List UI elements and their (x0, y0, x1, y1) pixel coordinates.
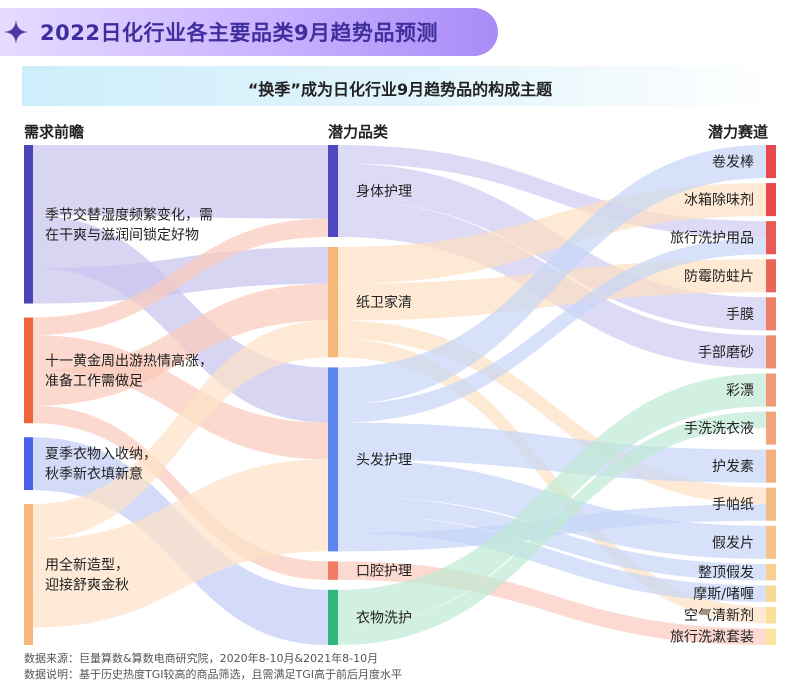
track-node-bar (766, 297, 776, 331)
track-node-label: 防霉防蛀片 (684, 269, 754, 285)
sankey-links (33, 145, 766, 645)
track-node-label: 彩漂 (726, 383, 754, 399)
demand-node-label: 迎接舒爽金秋 (45, 577, 129, 594)
flow-link-middle-2-to-right-11 (338, 496, 766, 581)
data-source-note: 数据来源：巨量算数&算数电商研究院，2020年8-10月&2021年8-10月 (24, 652, 379, 665)
track-node-bar (766, 183, 776, 217)
track-node-bar (766, 563, 776, 581)
track-node-label: 卷发棒 (712, 155, 754, 171)
flow-link-middle-4-to-right-7 (338, 411, 766, 645)
flow-link-middle-1-to-right-13 (338, 339, 766, 624)
page-title: 2022日化行业各主要品类9月趋势品预测 (40, 21, 439, 45)
category-node-label: 身体护理 (356, 184, 412, 200)
column-header-demand: 需求前瞻 (24, 123, 85, 141)
track-node-bar (766, 411, 776, 445)
flow-link-left-1-to-middle-3 (33, 405, 328, 580)
flow-link-middle-1-to-right-9 (338, 320, 766, 505)
track-node-label: 空气清新剂 (684, 608, 754, 624)
demand-node-bar (24, 437, 33, 491)
track-node-label: 摩斯/啫喱 (693, 586, 754, 603)
track-node-label: 手部磨砂 (698, 345, 754, 361)
sparkle-icon (4, 20, 28, 44)
demand-node-bar (24, 317, 33, 424)
subtitle-band (22, 66, 778, 106)
track-node-label: 冰箱除味剂 (684, 193, 754, 209)
flow-link-left-3-to-middle-2 (33, 459, 328, 628)
track-node-label: 护发素 (712, 459, 754, 475)
data-description-note: 数据说明：基于历史热度TGI较高的商品筛选，且需满足TGI高于前后月度水平 (24, 668, 402, 681)
demand-node-label: 用全新造型， (45, 557, 129, 574)
track-node-bar (766, 373, 776, 407)
chart-subtitle: “换季”成为日化行业9月趋势品的构成主题 (247, 80, 553, 99)
category-node-bar (328, 561, 338, 580)
category-node-label: 头发护理 (356, 452, 412, 468)
demand-node-bar (24, 145, 33, 304)
track-node-bar (766, 585, 776, 602)
track-node-label: 手帕纸 (712, 497, 754, 513)
flow-link-left-1-to-middle-0 (33, 218, 328, 336)
track-node-bar (766, 145, 776, 179)
category-node-label: 纸卫家清 (356, 294, 412, 311)
flow-link-middle-2-to-right-0 (338, 145, 766, 405)
track-node-label: 整顶假发 (698, 565, 754, 581)
flow-link-middle-2-to-right-8 (338, 422, 766, 483)
track-node-label: 旅行洗漱套装 (670, 630, 754, 646)
track-node-label: 手膜 (726, 307, 754, 323)
track-node-bar (766, 259, 776, 293)
track-node-bar (766, 335, 776, 369)
track-node-bar (766, 487, 776, 521)
track-node-label: 假发片 (712, 535, 754, 551)
track-node-label: 手洗洗衣液 (684, 421, 754, 437)
category-node-bar (328, 247, 338, 358)
flow-link-left-0-to-middle-0 (33, 145, 328, 219)
flow-link-middle-2-to-right-2 (338, 237, 766, 423)
track-node-bar (766, 606, 776, 624)
track-node-bar (766, 449, 776, 483)
demand-node-label: 在干爽与滋润间锁定好物 (45, 227, 199, 243)
demand-node-label: 夏季衣物入收纳， (45, 447, 157, 463)
flow-link-left-3-to-middle-1 (33, 320, 328, 540)
track-node-bar (766, 628, 776, 645)
track-node-label: 旅行洗护用品 (670, 231, 754, 247)
demand-node-label: 秋季新衣填新意 (45, 466, 143, 483)
column-header-category: 潜力品类 (328, 123, 389, 141)
category-node-label: 口腔护理 (356, 564, 412, 580)
track-node-bar (766, 221, 776, 255)
category-node-bar (328, 589, 338, 645)
flow-link-left-1-to-middle-1 (33, 283, 328, 406)
demand-node-bar (24, 504, 33, 645)
flow-link-middle-1-to-right-1 (338, 183, 766, 284)
demand-node-label: 准备工作需做足 (45, 372, 143, 389)
category-node-bar (328, 367, 338, 552)
demand-node-label: 十一黄金周出游热情高涨， (45, 352, 213, 369)
flow-link-middle-4-to-right-6 (338, 373, 766, 627)
track-node-bar (766, 525, 776, 559)
column-header-track: 潜力赛道 (708, 123, 769, 141)
category-node-bar (328, 145, 338, 237)
demand-node-label: 季节交替湿度频繁变化，需 (45, 206, 213, 223)
category-node-label: 衣物洗护 (356, 610, 412, 626)
header-band (0, 8, 498, 56)
